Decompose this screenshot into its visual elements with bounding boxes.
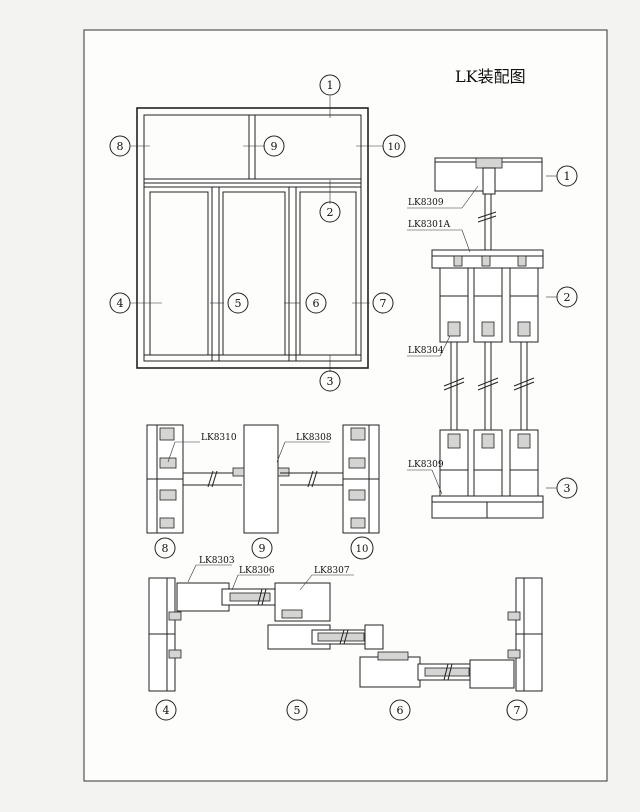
- svg-text:7: 7: [514, 704, 521, 717]
- svg-text:5: 5: [235, 297, 242, 310]
- middle-row-leaders: [167, 441, 330, 463]
- svg-text:8: 8: [117, 140, 124, 153]
- window-elevation: [136, 107, 369, 369]
- svg-text:8: 8: [162, 542, 169, 555]
- section-8-detail: [146, 424, 184, 534]
- sash-interlock-6: [359, 651, 515, 689]
- section-7-detail: [507, 577, 543, 692]
- callout-10: 10: [382, 134, 406, 158]
- label-lk8308: LK8308: [296, 433, 332, 443]
- svg-text:3: 3: [327, 375, 334, 388]
- label-lk8309-top: LK8309: [408, 198, 444, 208]
- callout-1: 1: [319, 74, 341, 96]
- label-lk8304: LK8304: [408, 346, 444, 356]
- callout-7: 7: [372, 292, 394, 314]
- section-number-10: 10: [350, 536, 374, 560]
- svg-text:4: 4: [163, 704, 170, 717]
- bottom-row-leaders: [187, 564, 354, 591]
- section-number-8: 8: [154, 537, 176, 559]
- callout-6: 6: [305, 292, 327, 314]
- section-number-3: 3: [556, 477, 578, 499]
- label-lk8303: LK8303: [199, 556, 235, 566]
- drawing-title: LK装配图: [455, 67, 526, 86]
- label-lk8309-bottom: LK8309: [408, 460, 444, 470]
- vertical-section-leaders: [407, 175, 557, 495]
- elevation-leaders: [130, 96, 383, 372]
- callout-4: 4: [109, 292, 131, 314]
- svg-text:3: 3: [564, 482, 571, 495]
- section-number-2: 2: [556, 286, 578, 308]
- section-number-4: 4: [155, 699, 177, 721]
- section-number-1: 1: [556, 165, 578, 187]
- section-4-detail: [148, 577, 182, 692]
- callout-3: 3: [319, 370, 341, 392]
- svg-text:6: 6: [313, 297, 320, 310]
- svg-text:2: 2: [327, 206, 334, 219]
- svg-text:6: 6: [397, 704, 404, 717]
- svg-text:2: 2: [564, 291, 571, 304]
- svg-text:7: 7: [380, 297, 387, 310]
- section-number-6: 6: [389, 699, 411, 721]
- callout-5: 5: [227, 292, 249, 314]
- vertical-section-detail: [431, 157, 544, 519]
- callout-9: 9: [263, 135, 285, 157]
- section-number-5: 5: [286, 699, 308, 721]
- sash-lk8307: [267, 624, 384, 650]
- section-9-detail: [232, 424, 290, 534]
- glass-9-10: [280, 470, 343, 488]
- svg-text:10: 10: [388, 142, 401, 153]
- section-number-7: 7: [506, 699, 528, 721]
- svg-text:9: 9: [271, 140, 278, 153]
- label-lk8310: LK8310: [201, 433, 237, 443]
- sash-lk8306: [176, 582, 331, 622]
- label-lk8306: LK8306: [239, 566, 275, 576]
- glass-8-9: [183, 470, 242, 488]
- svg-text:1: 1: [327, 79, 334, 92]
- callout-2: 2: [319, 201, 341, 223]
- svg-text:4: 4: [117, 297, 124, 310]
- callout-8: 8: [109, 135, 131, 157]
- svg-text:1: 1: [564, 170, 571, 183]
- section-10-detail: [342, 424, 380, 534]
- svg-text:9: 9: [259, 542, 266, 555]
- label-lk8301a: LK8301A: [408, 220, 451, 230]
- section-number-9: 9: [251, 537, 273, 559]
- svg-text:5: 5: [294, 704, 301, 717]
- label-lk8307: LK8307: [314, 566, 350, 576]
- svg-text:10: 10: [356, 544, 369, 555]
